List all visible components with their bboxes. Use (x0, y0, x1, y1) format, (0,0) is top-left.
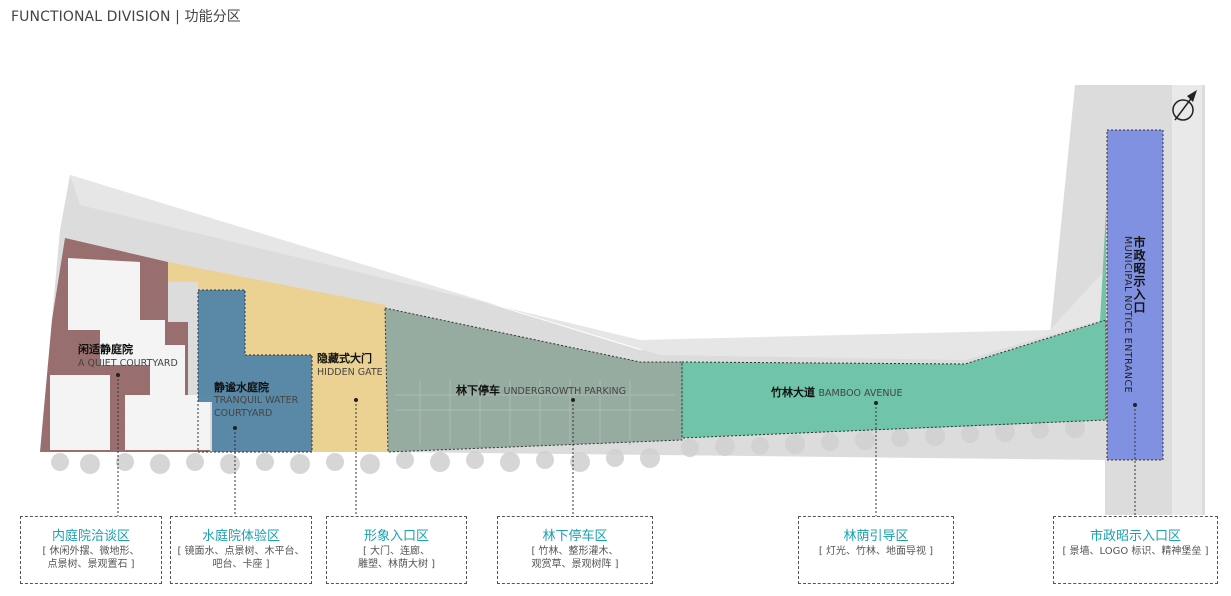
legend-title: 林荫引导区 (843, 529, 909, 544)
parking-stalls (395, 380, 675, 445)
zone-label-municipal-cn: 市政昭示入口 (1132, 236, 1146, 314)
legend-title: 内庭院洽谈区 (51, 529, 130, 544)
right-road (1172, 85, 1202, 515)
legend-desc: 雕塑、林荫大树 ] (357, 559, 436, 570)
legend-desc: [ 竹林、整形灌木、 (531, 546, 619, 557)
legend-box-entrance: 形象入口区 [ 大门、连廊、 雕塑、林荫大树 ] (326, 516, 467, 584)
zone-label-parking: 林下停车 UNDERGROWTH PARKING (456, 384, 626, 397)
zone-bamboo-avenue (682, 210, 1106, 438)
legend-desc: [ 大门、连廊、 (362, 546, 431, 557)
legend-box-municipal: 市政昭示入口区 [ 景墙、LOGO 标识、精神堡垒 ] (1053, 516, 1218, 584)
legend-desc: [ 镜面水、点景树、木平台、 (177, 546, 305, 557)
road-band (70, 175, 1105, 360)
legend-box-parking: 林下停车区 [ 竹林、整形灌木、 观赏草、景观树阵 ] (497, 516, 653, 584)
zone-label-bamboo-avenue: 竹林大道 BAMBOO AVENUE (771, 386, 903, 399)
legend-desc: [ 灯光、竹林、地面导视 ] (818, 546, 934, 557)
legend-desc: 点景树、景观置石 ] (47, 559, 135, 570)
page-title: FUNCTIONAL DIVISION | 功能分区 (11, 9, 241, 25)
zone-hidden-gate (168, 262, 388, 452)
legend-box-courtyard: 内庭院洽谈区 [ 休闲外摆、微地形、 点景树、景观置石 ] (20, 516, 162, 584)
legend-title: 市政昭示入口区 (1089, 529, 1181, 544)
zone-water-courtyard (198, 290, 312, 452)
legend-desc: 观赏草、景观树阵 ] (531, 559, 619, 570)
legend-box-water: 水庭院体验区 [ 镜面水、点景树、木平台、 吧台、卡座 ] (170, 516, 312, 584)
building-cutout (50, 375, 110, 450)
building-cutout (68, 258, 210, 450)
leader-lines (116, 373, 1137, 516)
north-arrow-icon (1172, 90, 1197, 121)
legend-desc: [ 休闲外摆、微地形、 (42, 546, 140, 557)
legend-desc: 吧台、卡座 ] (212, 559, 270, 570)
legend-title: 林下停车区 (542, 529, 608, 544)
zone-parking (385, 308, 682, 452)
legend-title: 形象入口区 (363, 529, 429, 544)
legend-desc: [ 景墙、LOGO 标识、精神堡垒 ] (1062, 546, 1209, 557)
legend-box-guidance: 林荫引导区 [ 灯光、竹林、地面导视 ] (798, 516, 954, 584)
zone-label-municipal-en: MUNICIPAL NOTICE ENTRANCE (1122, 236, 1133, 394)
legend-title: 水庭院体验区 (201, 529, 280, 544)
